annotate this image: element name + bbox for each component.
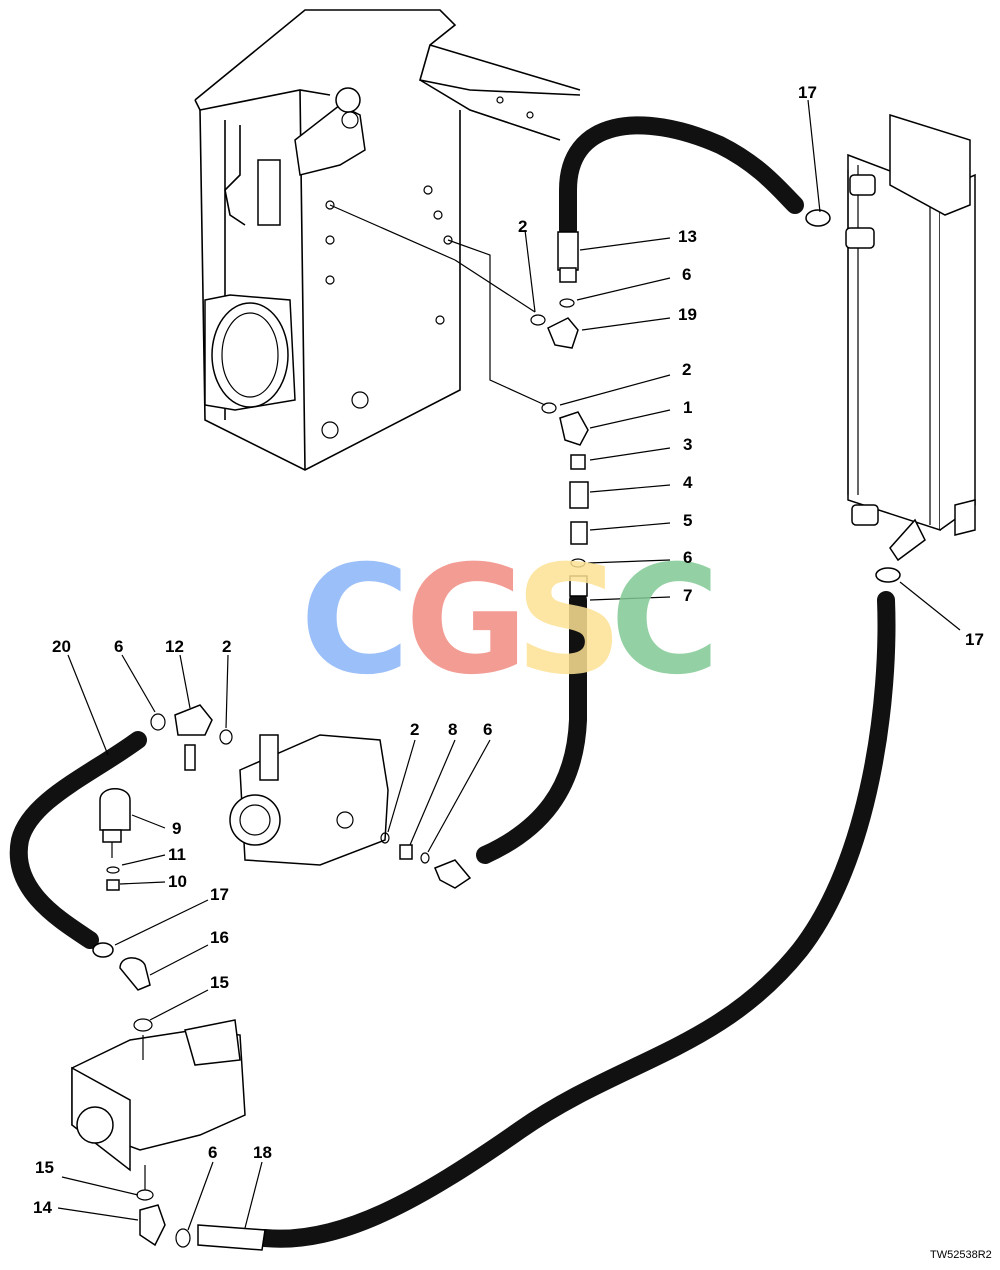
callout-10: 10 [168, 872, 187, 891]
callout-2-upper: 2 [518, 217, 527, 236]
callout-18: 18 [253, 1143, 272, 1162]
callout-3: 3 [683, 435, 692, 454]
callout-19: 19 [678, 305, 697, 324]
callout-6-mid: 6 [683, 548, 692, 567]
fittings-stack [530, 231, 589, 597]
sensor-group [99, 704, 233, 891]
callout-17-top: 17 [798, 83, 817, 102]
callout-5: 5 [683, 511, 692, 530]
callout-2-mid: 2 [682, 360, 691, 379]
callout-2-pump: 2 [410, 720, 419, 739]
watermark: C G S C [300, 534, 720, 708]
watermark-letter-3: S [515, 534, 623, 708]
callout-6-pump: 6 [483, 720, 492, 739]
hoses [9, 116, 896, 1248]
hose-clamps [92, 209, 901, 958]
callout-9: 9 [172, 819, 181, 838]
callout-14: 14 [33, 1198, 52, 1217]
callout-labels: 17 13 2 6 19 2 1 3 4 5 6 7 17 20 6 12 2 … [33, 83, 984, 1217]
callout-1: 1 [683, 398, 692, 417]
watermark-letter-4: C [610, 534, 720, 708]
callout-20: 20 [52, 637, 71, 656]
figure-id: TW52538R2 [930, 1249, 992, 1261]
callout-2-left: 2 [222, 637, 231, 656]
leader-lines [57, 99, 961, 1231]
callout-17-right: 17 [965, 630, 984, 649]
callout-6-upper: 6 [682, 265, 691, 284]
callout-6-left: 6 [114, 637, 123, 656]
callout-4: 4 [683, 473, 693, 492]
callout-12: 12 [165, 637, 184, 656]
callout-15-upper: 15 [210, 973, 229, 992]
callout-7: 7 [683, 586, 692, 605]
callout-17-left: 17 [210, 885, 229, 904]
watermark-letter-1: C [300, 534, 410, 708]
callout-13: 13 [678, 227, 697, 246]
pump-assembly [229, 734, 472, 889]
frame-housing [194, 9, 581, 471]
hose-18-17 [256, 591, 896, 1248]
hose-20 [9, 731, 147, 949]
hose-7 [476, 591, 587, 864]
callout-8: 8 [448, 720, 457, 739]
callout-11: 11 [168, 845, 186, 864]
callout-16: 16 [210, 928, 229, 947]
oil-cooler [845, 113, 976, 562]
watermark-letter-2: G [405, 534, 528, 708]
hydraulic-motor [71, 957, 266, 1251]
callout-15-lower: 15 [35, 1158, 54, 1177]
callout-6-bottom: 6 [208, 1143, 217, 1162]
hose-13-upper [559, 116, 804, 239]
